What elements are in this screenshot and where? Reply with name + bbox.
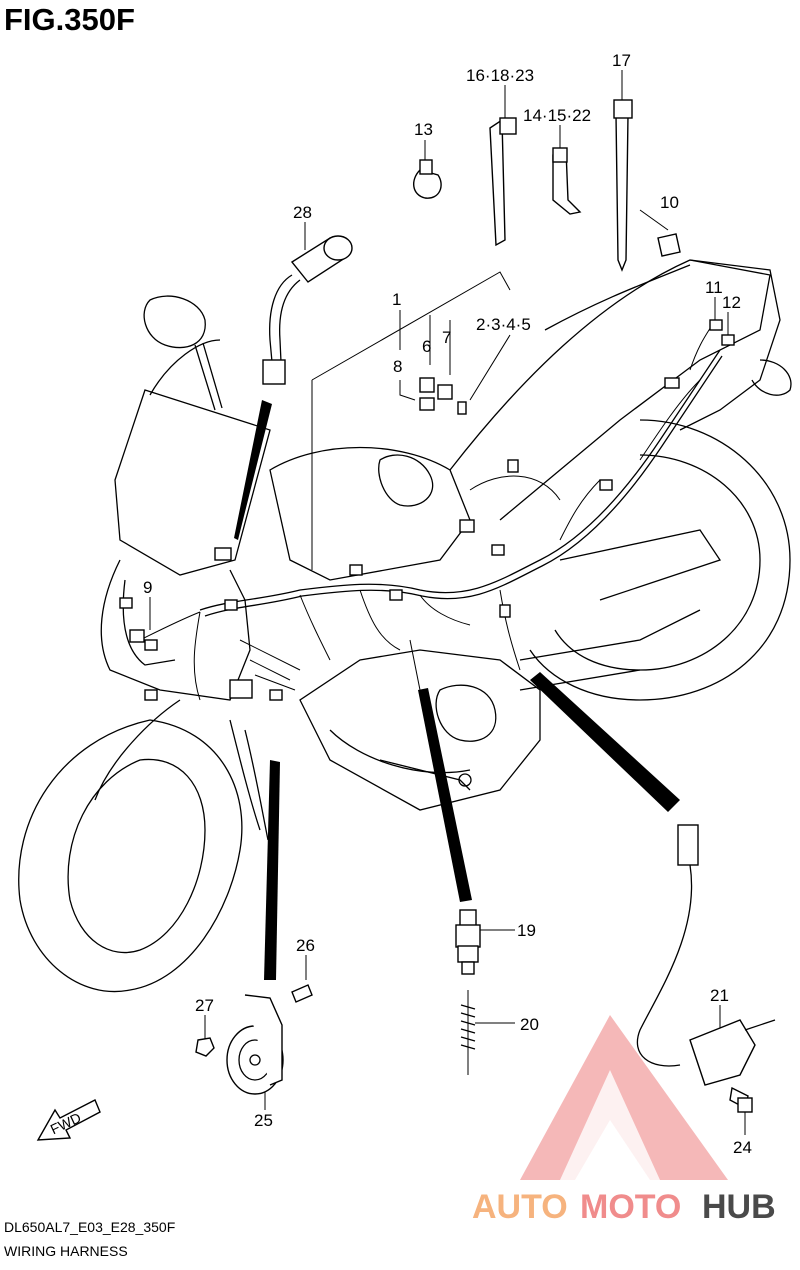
motorcycle-outline bbox=[18, 259, 792, 993]
horn-part bbox=[226, 994, 284, 1095]
spring-part bbox=[460, 990, 476, 1075]
headlight-connector-group bbox=[129, 629, 158, 651]
callout-13: 13 bbox=[414, 120, 433, 139]
callout-14-15-22: 14·15·22 bbox=[523, 106, 591, 125]
callout-19: 19 bbox=[517, 921, 536, 940]
long-clamp-part bbox=[489, 117, 517, 247]
nut-part bbox=[195, 1037, 215, 1057]
callout-12: 12 bbox=[722, 293, 741, 312]
figure-title: FIG.350F bbox=[4, 2, 135, 37]
callout-7: 7 bbox=[442, 328, 451, 347]
callout-10: 10 bbox=[660, 193, 679, 212]
callout-26: 26 bbox=[296, 936, 315, 955]
grommet-part bbox=[657, 233, 681, 257]
callout-11: 11 bbox=[705, 278, 723, 297]
callout-1: 1 bbox=[392, 290, 401, 309]
cable-tie-part bbox=[613, 99, 633, 272]
fwd-arrow: FWD bbox=[36, 1099, 101, 1141]
harness-clamp-part bbox=[413, 159, 442, 199]
callout-21: 21 bbox=[710, 986, 729, 1005]
rear-connector-group bbox=[709, 319, 735, 346]
watermark-part2: MOTO bbox=[580, 1188, 681, 1226]
neutral-switch-part bbox=[455, 909, 481, 975]
watermark-logo: AUTO MOTO HUB bbox=[472, 1015, 776, 1226]
callout-28: 28 bbox=[293, 203, 312, 222]
callout-8: 8 bbox=[393, 357, 402, 376]
callout-6: 6 bbox=[422, 337, 431, 356]
relay-group bbox=[419, 377, 467, 415]
watermark-part3: HUB bbox=[702, 1188, 776, 1226]
callout-16-18-23: 16·18·23 bbox=[466, 66, 534, 85]
pointer-wedges bbox=[234, 400, 680, 980]
callout-25: 25 bbox=[254, 1111, 273, 1130]
watermark-part1: AUTO bbox=[472, 1188, 568, 1226]
wiring-harness bbox=[119, 319, 723, 701]
callout-24: 24 bbox=[733, 1138, 752, 1157]
screw-part bbox=[291, 984, 313, 1003]
callout-20: 20 bbox=[520, 1015, 539, 1034]
cable-clip-part bbox=[552, 147, 582, 215]
callout-labels: 1 2·3·4·5 6 7 8 9 10 11 12 13 14·15·22 1… bbox=[143, 51, 752, 1157]
model-code: DL650AL7_E03_E28_350F bbox=[4, 1219, 175, 1235]
bolt-part bbox=[729, 1086, 753, 1113]
sensor-part bbox=[636, 824, 776, 1086]
callout-2-3-4-5: 2·3·4·5 bbox=[476, 315, 531, 334]
callout-17: 17 bbox=[612, 51, 631, 70]
section-name: WIRING HARNESS bbox=[4, 1243, 128, 1259]
accessory-socket-part bbox=[262, 235, 353, 385]
leader-lines bbox=[149, 70, 746, 1135]
callout-9: 9 bbox=[143, 578, 152, 597]
callout-27: 27 bbox=[195, 996, 214, 1015]
